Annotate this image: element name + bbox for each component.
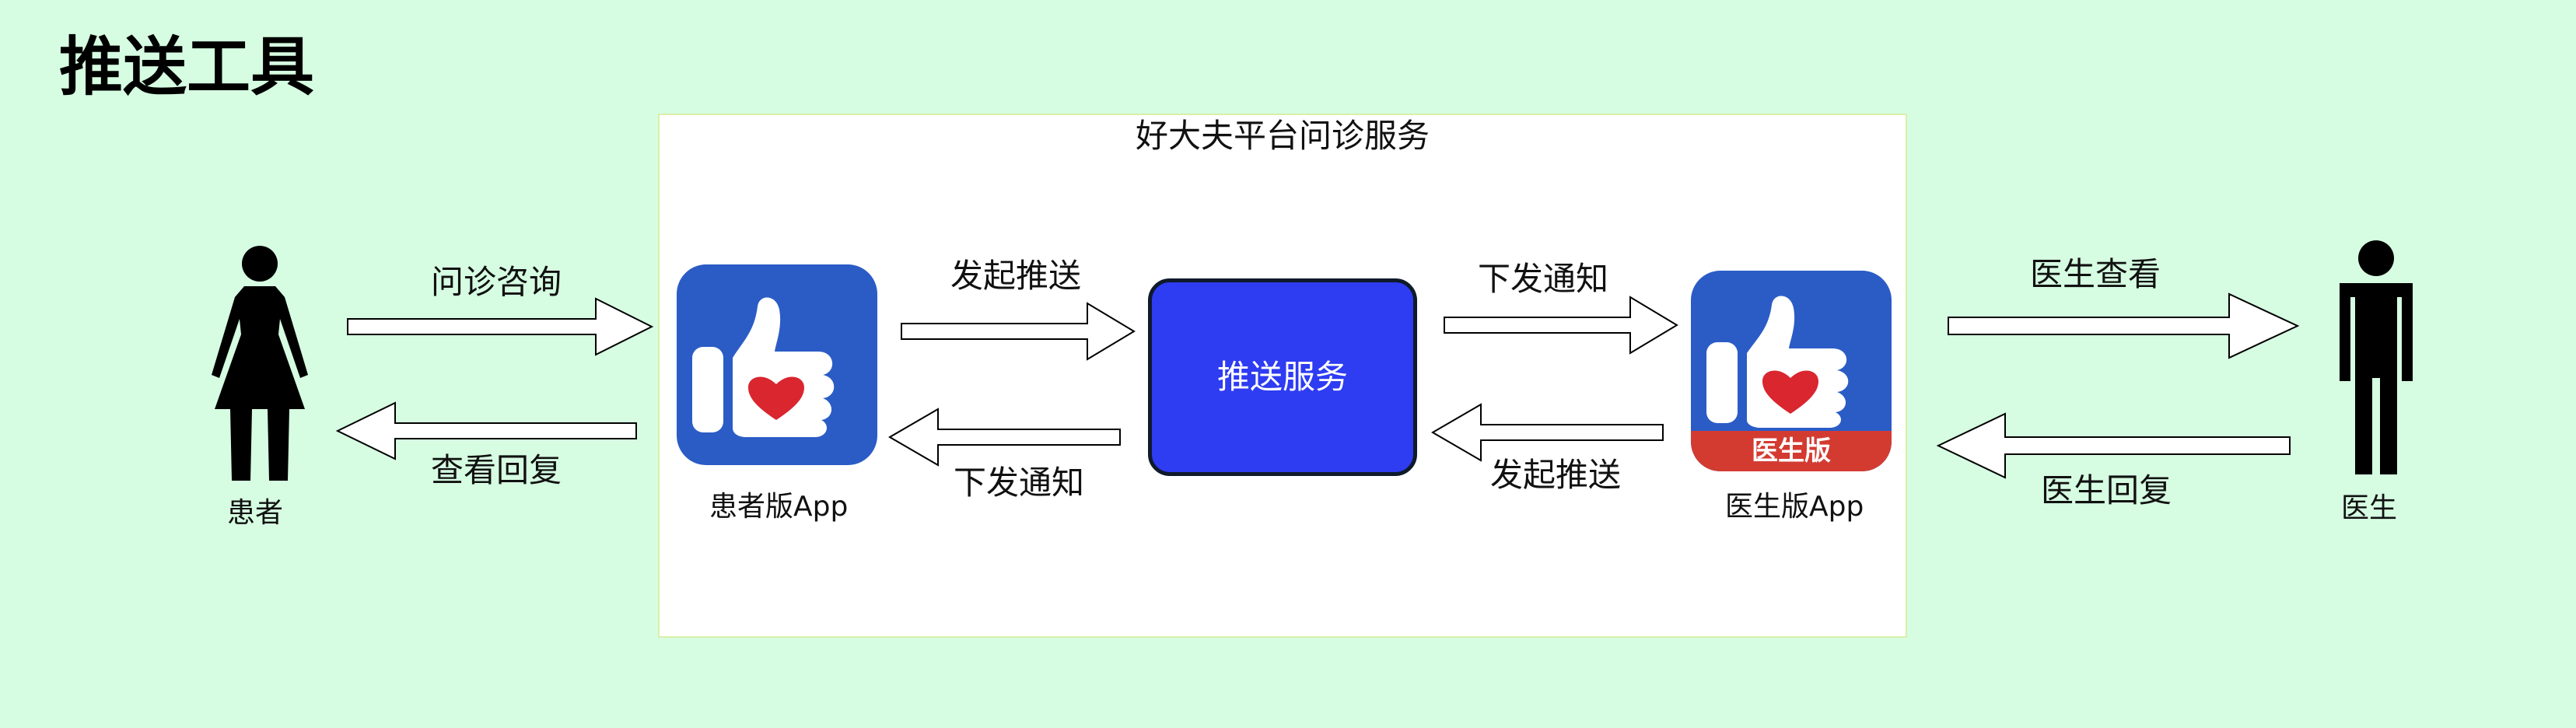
arrow-notify-doctor-icon	[1444, 296, 1678, 355]
label-push-from-doctor: 发起推送	[1490, 456, 1622, 494]
label-notify-doctor: 下发通知	[1478, 260, 1609, 298]
patient-app-label: 患者版App	[709, 491, 849, 523]
push-service-box	[1148, 278, 1417, 476]
arrow-push-to-service-icon	[901, 302, 1136, 361]
arrow-view-reply-left-icon	[335, 401, 637, 460]
arrow-push-from-doctor-icon	[1431, 403, 1664, 462]
doctor-figure-icon	[2340, 240, 2413, 474]
label-view-reply: 查看回复	[431, 451, 562, 489]
label-doctor-reply: 医生回复	[2041, 471, 2172, 509]
doctor-app-badge: 医生版	[1691, 431, 1892, 471]
label-consult: 问诊咨询	[431, 263, 562, 301]
patient-app-icon	[677, 264, 877, 465]
label-doctor-view: 医生查看	[2030, 255, 2161, 293]
platform-title: 好大夫平台问诊服务	[1135, 117, 1430, 155]
arrow-consult-right-icon	[347, 297, 654, 356]
arrow-doctor-view-icon	[1948, 292, 2300, 359]
arrow-doctor-reply-icon	[1936, 412, 2291, 479]
patient-figure-icon	[212, 246, 308, 481]
patient-label: 患者	[227, 497, 284, 529]
label-push-to-service: 发起推送	[950, 257, 1082, 295]
thumbs-up-heart-icon	[692, 297, 835, 437]
push-service-label: 推送服务	[1216, 358, 1348, 396]
doctor-label: 医生	[2341, 492, 2398, 524]
arrow-notify-patient-icon	[888, 408, 1121, 467]
label-notify-patient: 下发通知	[954, 464, 1085, 502]
thumbs-up-heart-icon	[1706, 296, 1849, 428]
doctor-app-label: 医生版App	[1725, 491, 1864, 523]
page-title: 推送工具	[59, 30, 315, 104]
doctor-app-icon: 医生版	[1691, 271, 1892, 471]
